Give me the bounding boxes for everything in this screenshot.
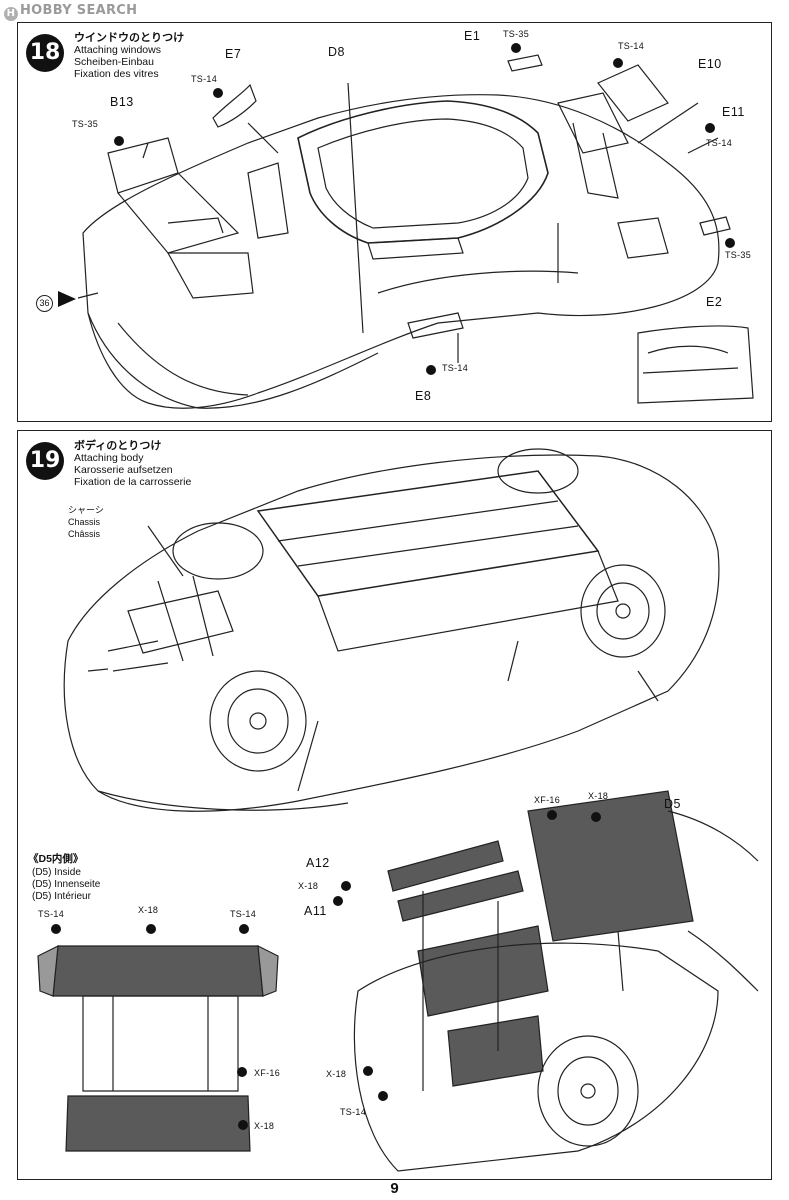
label-a11: A11 [304,904,327,918]
label-d8: D8 [328,45,345,59]
tag-ts14-e11: TS-14 [706,138,733,148]
d5-inside-fr: (D5) Intérieur [32,891,91,902]
label-a12: A12 [306,856,330,870]
label-e8: E8 [415,389,432,403]
step-19-drawing [37,448,759,1172]
watermark-text: HOBBY SEARCH [20,3,138,18]
chassis-label-jp: シャーシ [68,505,104,515]
inside-tag-ts14-left: TS-14 [38,909,65,919]
step-number-badge: 18 [26,34,64,72]
step-title-en: Attaching body [74,452,144,464]
tag-x18-left: X-18 [298,881,319,891]
step-title-de: Scheiben-Einbau [74,56,154,68]
d5-inside-en: (D5) Inside [32,867,81,878]
label-d5: D5 [664,797,681,811]
inside-tag-x18-top: X-18 [138,905,159,915]
inside-tag-xf16: XF-16 [254,1068,281,1078]
step-number-badge: 19 [26,442,64,480]
chassis-label-de: Chassis [68,517,101,527]
step-title-jp: ウインドウのとりつけ [74,31,185,44]
tag-x18-top: X-18 [588,791,609,801]
label-e10: E10 [698,57,722,71]
tag-ts35-e1: TS-35 [503,29,530,39]
step-title-de: Karosserie aufsetzen [74,464,173,476]
label-e11: E11 [722,105,745,119]
inside-tag-ts14-right: TS-14 [230,909,257,919]
page-number: 9 [390,1180,399,1197]
step-title-fr: Fixation de la carrosserie [74,476,192,488]
watermark-logo-icon: H [4,7,18,21]
step-18-drawing [58,43,754,409]
chassis-label-fr: Châssis [68,529,101,539]
label-b13: B13 [110,95,134,109]
step-title-jp: ボディのとりつけ [74,439,162,452]
d5-inside-title: 《D5内側》 [28,853,84,865]
inside-tag-x18-bottom: X-18 [254,1121,275,1131]
tag-ts35-e2: TS-35 [725,250,752,260]
label-e2: E2 [706,295,723,309]
step-title-fr: Fixation des vitres [74,68,159,80]
tag-ts14-e7: TS-14 [191,74,218,84]
tag-x18-bottom-left: X-18 [326,1069,347,1079]
tag-ts35-b13: TS-35 [72,119,99,129]
step-18-panel: 18 ウインドウのとりつけ Attaching windows Scheiben… [17,22,772,422]
step-19-panel: 19 ボディのとりつけ Attaching body Karosserie au… [17,430,772,1180]
tag-ts14-e8: TS-14 [442,363,469,373]
label-e7: E7 [225,47,242,61]
tag-ts14-bottom-left: TS-14 [340,1107,367,1117]
step-title-en: Attaching windows [74,44,161,56]
label-e1: E1 [464,29,481,43]
callout-36: 36 [36,295,53,312]
tag-ts14-e10: TS-14 [618,41,645,51]
tag-xf16: XF-16 [534,795,561,805]
d5-inside-de: (D5) Innenseite [32,879,101,890]
